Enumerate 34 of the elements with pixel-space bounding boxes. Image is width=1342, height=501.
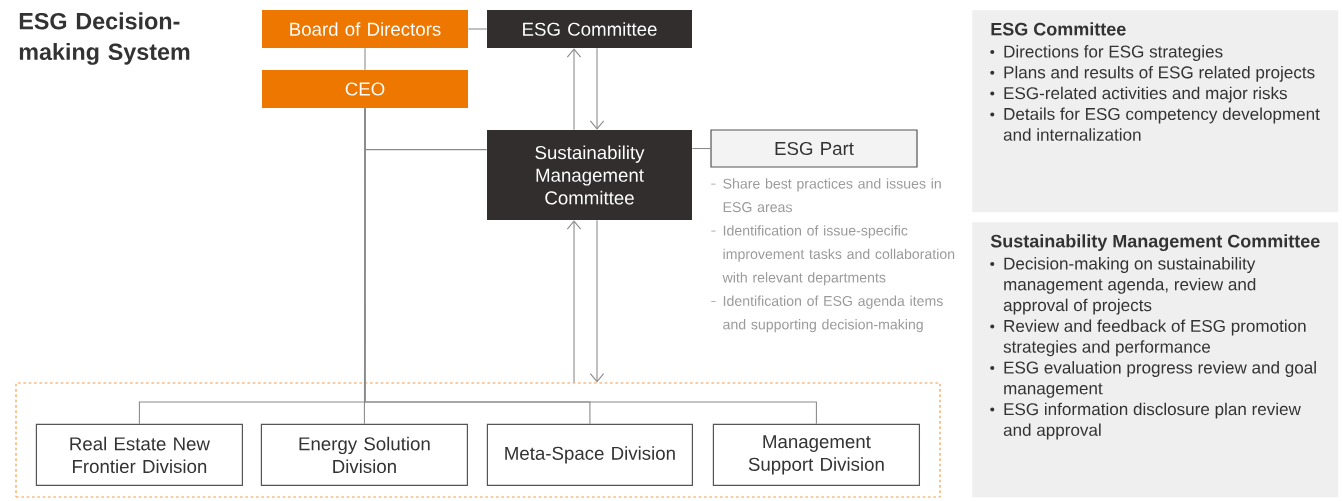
bullet-item: ESG evaluation progress review and goal management xyxy=(990,361,1316,398)
info-panel xyxy=(972,10,1339,213)
process-box: Real Estate New Frontier Division xyxy=(35,423,243,486)
bullet-item: ESG-related activities and major risks xyxy=(990,86,1287,103)
note-item: Identification of issue-specific improvement tasks and collaboration with relevant departments xyxy=(710,225,955,286)
bullet-item: Details for ESG competency development and internalization xyxy=(990,107,1320,141)
bullet-item: Review and feedback of ESG promotion strategies and performance xyxy=(990,319,1306,357)
panel-heading: ESG Committee xyxy=(991,22,1126,36)
arrow xyxy=(566,220,582,383)
connector-line xyxy=(364,47,366,71)
process-box: Board of Directors xyxy=(262,10,468,48)
connector-line xyxy=(691,147,711,150)
note-item: Identification of ESG agenda items and supporting decision-making xyxy=(710,295,943,333)
panel-heading: Sustainability Management Committee xyxy=(990,234,1320,252)
info-panel xyxy=(972,222,1339,498)
process-box: ESG Part xyxy=(710,129,918,168)
bullet-item: ESG information disclosure plan review and approval xyxy=(990,402,1301,440)
arrow xyxy=(566,48,582,131)
process-box: Meta-Space Division xyxy=(486,423,693,486)
bullet-item: Directions for ESG strategies xyxy=(990,45,1223,61)
arrow xyxy=(589,219,605,383)
arrow xyxy=(589,47,605,130)
connector-line xyxy=(364,107,817,425)
process-box: Management Support Division xyxy=(712,423,920,486)
process-box: ESG Committee xyxy=(487,10,692,48)
heading: ESG Decision-making System xyxy=(19,12,190,65)
note-item: Share best practices and issues in ESG areas xyxy=(710,178,941,213)
process-box: Energy Solution Division xyxy=(260,423,468,486)
group-frame xyxy=(15,382,941,498)
connector-line xyxy=(467,28,488,30)
bullet-item: Plans and results of ESG related projects xyxy=(990,65,1315,82)
bullet-item: Decision-making on sustainability management agenda, review and approval of projects xyxy=(990,257,1256,315)
process-box: CEO xyxy=(262,70,468,108)
process-box: Sustainability Management Committee xyxy=(487,130,692,220)
